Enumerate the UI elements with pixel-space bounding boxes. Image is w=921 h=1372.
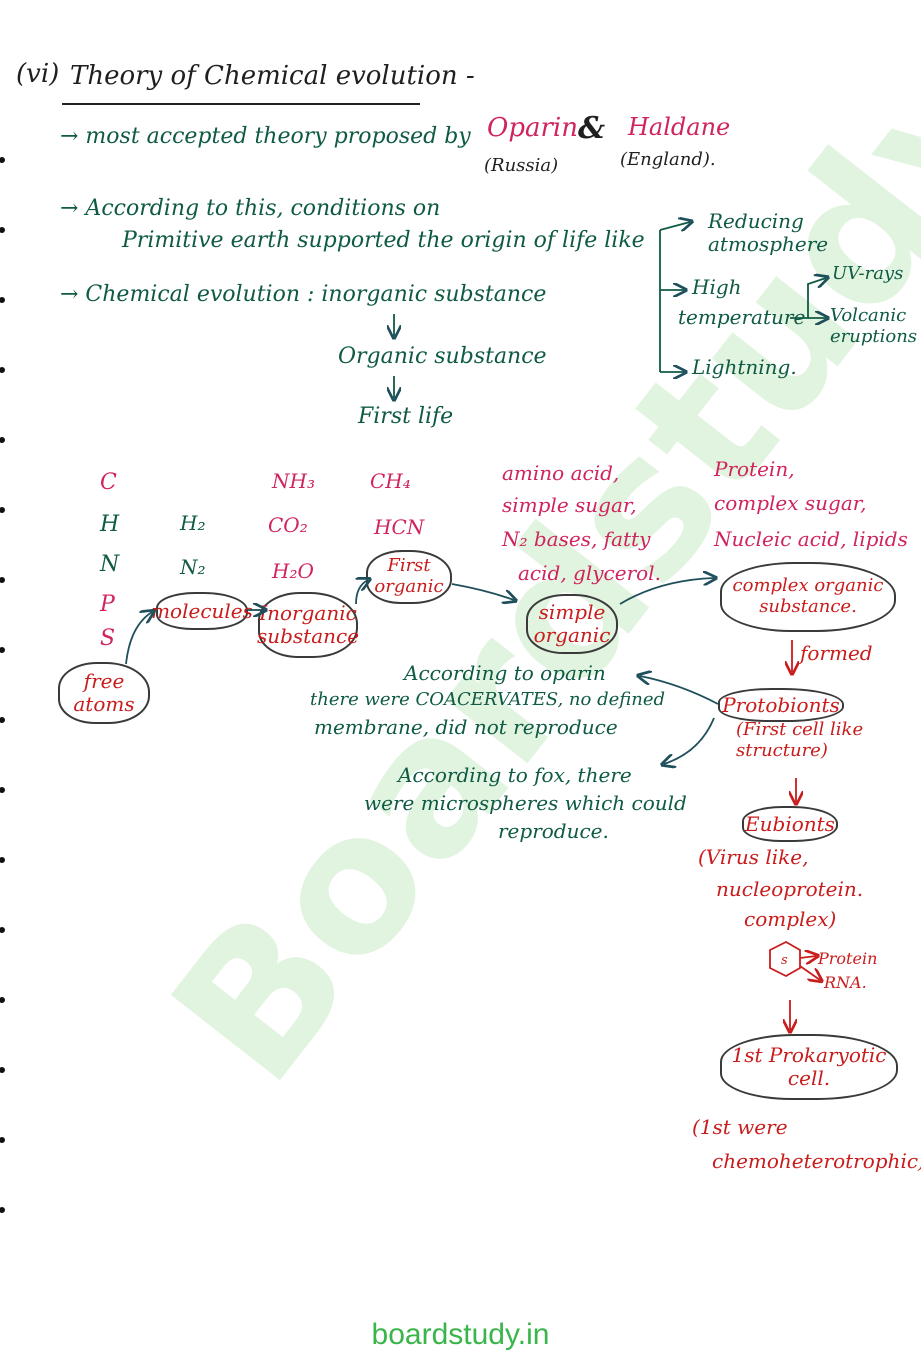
fox-note-3: reproduce. xyxy=(498,819,609,843)
organic-substance: Organic substance xyxy=(338,344,547,369)
condition-high-temp-b: temperature xyxy=(678,305,806,329)
heading-number: (vi) xyxy=(16,59,60,89)
chemical-evolution-line: → Chemical evolution : inorganic substan… xyxy=(60,282,547,307)
oparin-note-1: According to oparin xyxy=(404,661,606,685)
formula-ch4: CH₄ xyxy=(370,469,411,493)
first-life: First life xyxy=(358,404,454,429)
formula-nh3: NH₃ xyxy=(272,469,315,493)
complex-organic-bubble: complex organic substance. xyxy=(720,562,896,632)
hexagon-ring xyxy=(769,940,801,978)
conditions-line-2: Primitive earth supported the origin of … xyxy=(122,228,645,253)
formula-n2: N₂ xyxy=(180,555,206,579)
inorganic-substance-bubble: Inorganic substance xyxy=(257,592,359,658)
condition-volcanic: Volcanic eruptions xyxy=(830,305,918,347)
protobionts-bubble: Protobionts xyxy=(718,688,844,722)
oparin-name: Oparin xyxy=(487,113,578,143)
chemo-note-2: chemoheterotrophic) xyxy=(712,1149,921,1173)
oparin-note-2: there were COACERVATES, no defined xyxy=(310,689,666,710)
conditions-line-1: → According to this, conditions on xyxy=(60,196,441,221)
atom-n: N xyxy=(100,552,120,577)
intro-line: → most accepted theory proposed by xyxy=(60,124,471,149)
protein-label: Protein xyxy=(818,949,878,968)
condition-uv: UV-rays xyxy=(832,263,904,284)
complex-list-2: complex sugar, xyxy=(714,491,867,515)
russia-label: (Russia) xyxy=(484,155,559,176)
footer-url: boardstudy.in xyxy=(371,1318,550,1351)
complex-list-1: Protein, xyxy=(714,457,795,481)
conditions-tree-lines xyxy=(659,222,826,372)
eubionts-note-2: nucleoprotein. xyxy=(716,877,864,901)
formula-h2o: H₂O xyxy=(272,559,314,583)
chemo-note-1: (1st were xyxy=(692,1115,788,1139)
simple-list-2: simple sugar, xyxy=(502,493,637,517)
atom-c: C xyxy=(100,470,117,495)
simple-list-3: N₂ bases, fatty xyxy=(502,527,651,551)
oparin-note-3: membrane, did not reproduce xyxy=(314,715,618,739)
formula-co2: CO₂ xyxy=(268,513,308,537)
condition-high-temp-a: High xyxy=(692,275,742,299)
atom-p: P xyxy=(100,592,115,617)
complex-list-3: Nucleic acid, lipids xyxy=(714,527,908,551)
fox-note-2: were microspheres which could xyxy=(364,791,687,815)
flow-arrows xyxy=(125,578,719,764)
page-title: Theory of Chemical evolution - xyxy=(70,61,475,91)
condition-reducing: Reducing atmosphere xyxy=(708,209,829,256)
protobionts-note: (First cell like structure) xyxy=(736,719,864,761)
simple-list-4: acid, glycerol. xyxy=(518,561,661,585)
haldane-name: Haldane xyxy=(628,113,731,141)
prokaryotic-bubble: 1st Prokaryotic cell. xyxy=(720,1034,898,1100)
free-atoms-bubble: free atoms xyxy=(58,662,150,724)
eubionts-note-3: complex) xyxy=(744,907,837,931)
england-label: (England). xyxy=(620,149,716,170)
formula-h2: H₂ xyxy=(180,511,206,535)
first-organic-bubble: First organic xyxy=(366,550,452,604)
eubionts-note-1: (Virus like, xyxy=(698,845,809,869)
fox-note-1: According to fox, there xyxy=(398,763,632,787)
ampersand: & xyxy=(578,111,606,146)
rna-label: RNA. xyxy=(824,973,867,992)
eubionts-bubble: Eubionts xyxy=(742,806,838,842)
atom-s: S xyxy=(100,626,116,651)
red-down-arrows xyxy=(790,640,820,1030)
formed-label: formed xyxy=(800,641,873,665)
simple-organic-bubble: simple organic xyxy=(526,594,618,654)
condition-lightning: Lightning. xyxy=(692,355,797,379)
atom-h: H xyxy=(100,512,120,537)
binder-holes xyxy=(0,157,5,1213)
ring-s: s xyxy=(781,953,788,968)
formula-hcn: HCN xyxy=(374,515,425,539)
simple-list-1: amino acid, xyxy=(502,461,620,485)
